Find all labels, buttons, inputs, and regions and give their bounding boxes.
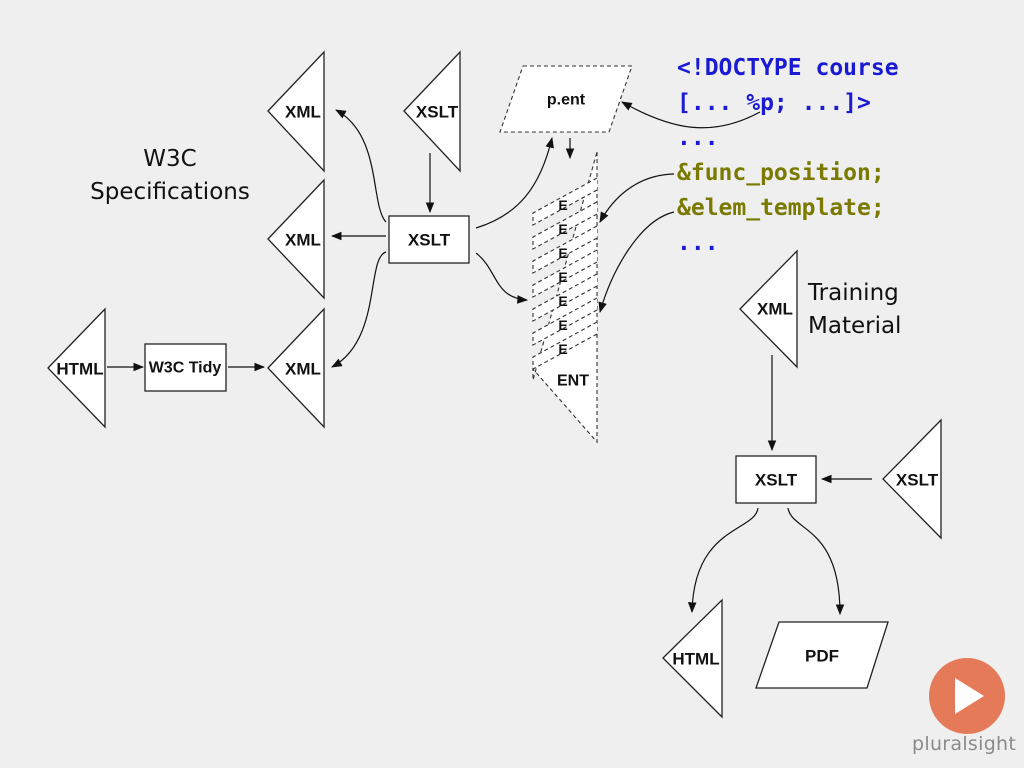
xml-spec-mid-label: XML — [285, 231, 321, 250]
w3c-tidy-box: W3C Tidy — [144, 343, 227, 392]
ent-item-label: E — [558, 317, 567, 333]
w3c-specifications-heading: W3C Specifications — [90, 146, 250, 205]
arrow-center-to-ent — [475, 252, 529, 304]
xml-training: XML — [739, 249, 798, 369]
training-material-heading: Training Material — [808, 280, 902, 339]
ent-last-label: ENT — [557, 373, 589, 390]
arrow-training-to-html — [687, 507, 759, 614]
ent-item-label: E — [558, 269, 567, 285]
ent-stack-tabs — [532, 177, 598, 370]
code-line: ... — [677, 125, 719, 151]
xslt-input-top-label: XSLT — [416, 103, 459, 122]
xml-training-label: XML — [757, 300, 793, 319]
ent-item-label: E — [558, 341, 567, 357]
arrow-training-to-pdf — [787, 507, 845, 616]
arrow-center-to-xml-bottom — [331, 251, 387, 368]
xslt-center-box: XSLT — [388, 215, 470, 264]
html-output: HTML — [662, 598, 723, 719]
xslt-input-top: XSLT — [403, 50, 461, 173]
pent-label: p.ent — [547, 92, 586, 109]
ent-item-label: E — [558, 197, 567, 213]
w3c-tidy-label: W3C Tidy — [149, 360, 222, 377]
xslt-training-input: XSLT — [882, 418, 942, 540]
ent-item-label: E — [558, 245, 567, 261]
arrow-func-to-ent — [599, 173, 675, 223]
code-line: ... — [677, 230, 719, 256]
ent-item-label: E — [558, 293, 567, 309]
ent-item-label: E — [558, 221, 567, 237]
html-input: HTML — [47, 307, 106, 429]
xml-spec-top: XML — [267, 50, 325, 173]
ent-stack: E E E E E E E ENT — [532, 151, 598, 444]
pdf-output: PDF — [755, 621, 889, 689]
code-line-text: [... %p; ...]> — [677, 90, 871, 116]
pent-file: p.ent — [499, 65, 633, 133]
connectors — [107, 101, 872, 616]
html-output-label: HTML — [672, 650, 719, 669]
code-line: &elem_template; — [677, 195, 885, 221]
doctype-code-block: <!DOCTYPE course [... %p; ...]>... &func_p… — [677, 51, 899, 261]
xml-spec-top-label: XML — [285, 103, 321, 122]
xslt-training-label: XSLT — [755, 471, 798, 490]
xml-spec-mid: XML — [267, 178, 325, 300]
pluralsight-wordmark: pluralsight — [912, 733, 1017, 755]
xml-spec-bottom-label: XML — [285, 360, 321, 379]
xml-spec-bottom: XML — [267, 307, 325, 429]
xslt-training-input-label: XSLT — [896, 471, 939, 490]
pdf-output-label: PDF — [805, 647, 839, 666]
ent-stack-labels: E E E E E E E ENT — [557, 197, 589, 390]
play-icon — [929, 658, 1005, 734]
arrow-center-to-xml-top — [335, 109, 387, 223]
xslt-center-label: XSLT — [408, 231, 451, 250]
arrow-center-to-pent — [475, 136, 554, 229]
html-input-label: HTML — [56, 360, 103, 379]
xslt-training-box: XSLT — [735, 455, 817, 504]
code-line: &func_position; — [677, 160, 885, 186]
arrow-code-to-pent — [621, 101, 761, 129]
arrow-elem-to-ent — [598, 211, 675, 314]
code-line: [... %p; ...]> — [677, 86, 899, 121]
code-line: <!DOCTYPE course — [677, 55, 899, 81]
